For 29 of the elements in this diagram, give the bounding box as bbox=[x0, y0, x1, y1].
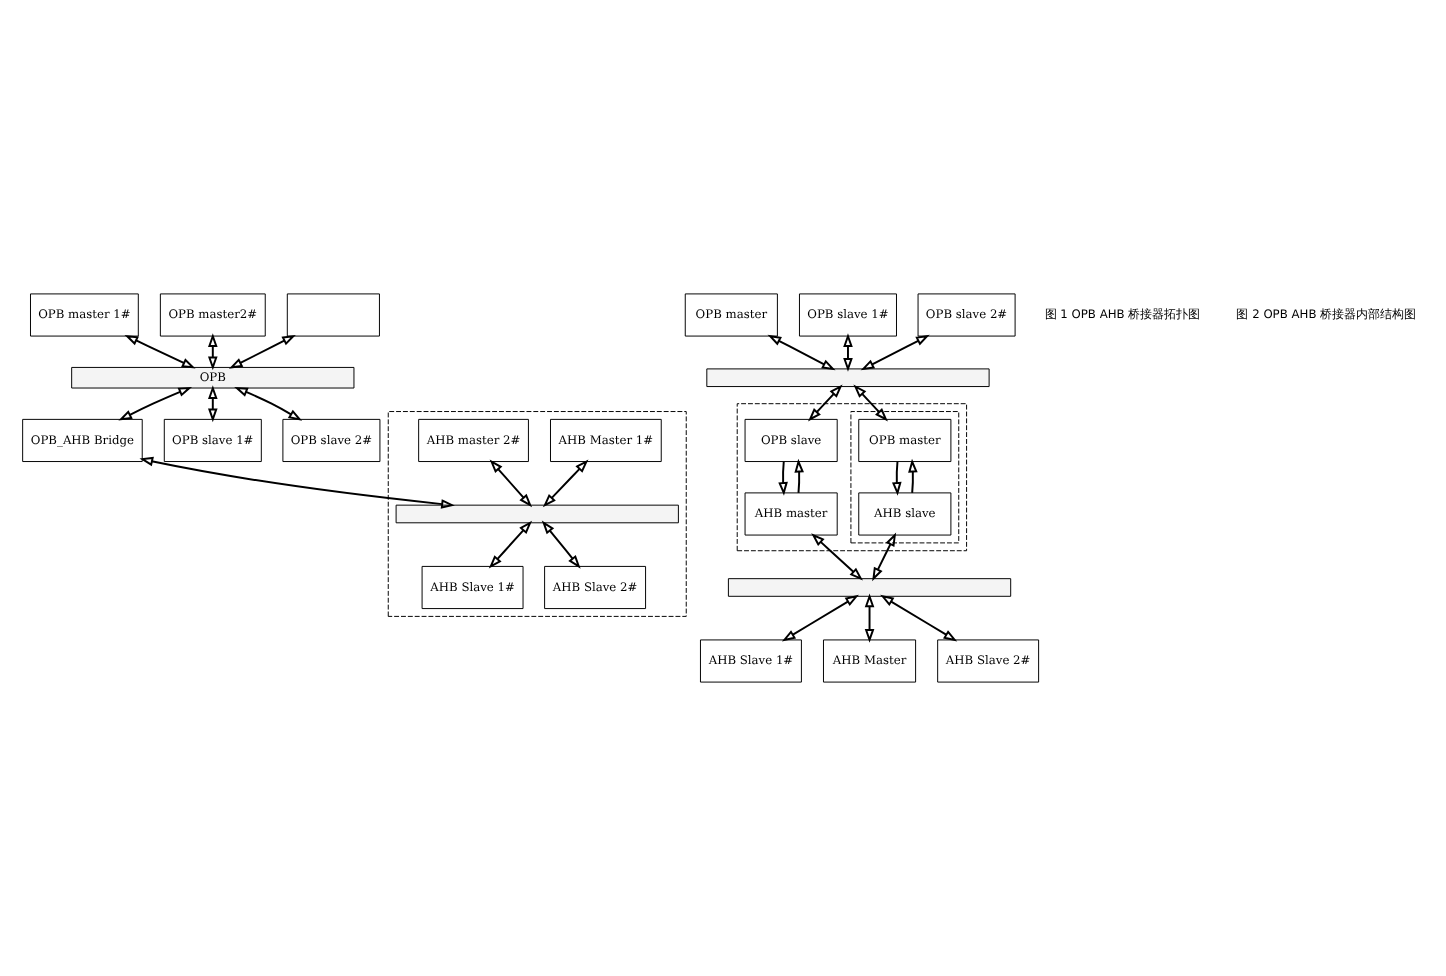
arrow bbox=[778, 460, 788, 496]
arrow bbox=[891, 460, 902, 496]
arrow bbox=[489, 459, 533, 508]
node-bar bbox=[727, 578, 1012, 597]
arrow bbox=[872, 532, 897, 582]
arrow bbox=[864, 593, 875, 643]
arrow bbox=[880, 594, 958, 642]
arrow bbox=[234, 386, 303, 421]
arrow bbox=[767, 334, 836, 371]
arrow bbox=[124, 334, 196, 369]
node-box bbox=[286, 293, 380, 337]
cluster bbox=[850, 411, 960, 544]
cluster bbox=[387, 411, 687, 617]
arrow bbox=[853, 384, 888, 422]
arrow bbox=[488, 520, 533, 569]
node-bar bbox=[706, 368, 990, 388]
arrow bbox=[542, 459, 589, 508]
arrow bbox=[541, 520, 581, 569]
arrow bbox=[794, 458, 804, 494]
arrow bbox=[228, 334, 296, 369]
arrow bbox=[139, 456, 455, 509]
node-bar bbox=[395, 504, 679, 524]
arrow bbox=[860, 334, 930, 371]
arrow bbox=[908, 458, 918, 494]
arrow bbox=[811, 533, 863, 581]
arrow bbox=[808, 384, 843, 422]
arrow bbox=[208, 333, 218, 371]
arrow bbox=[118, 386, 193, 421]
arrow bbox=[781, 594, 859, 642]
